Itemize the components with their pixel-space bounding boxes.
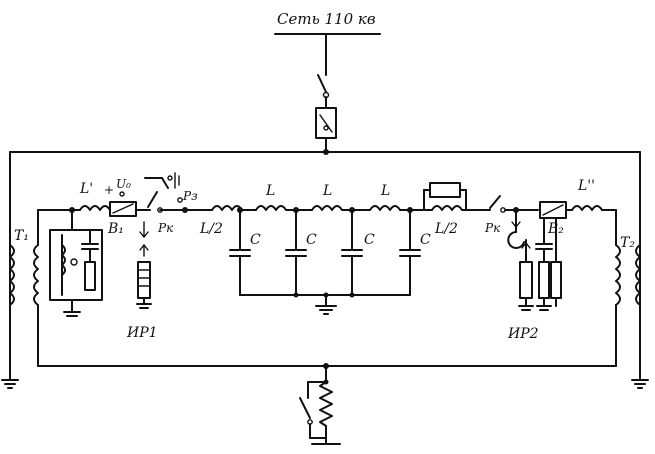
pk-right-label: Pк [484,221,501,235]
l2-label: L [322,183,332,199]
b1-label: B₁ [107,221,124,237]
t2-label: T₂ [620,235,635,251]
arrester-ir1: ИР1 [126,221,158,341]
l-half-right-label: L/2 [434,221,458,237]
lc-ladder: L L L [237,183,429,213]
arrester-ir2: ИР2 [507,207,539,342]
l3-label: L [380,183,390,199]
network-bus: Сеть 110 кв [274,10,381,76]
capacitor-c3: C [341,209,375,296]
p3-label: Pз [182,189,198,203]
c4-label: C [420,232,431,248]
breaker-b1: B₁ U₀ + [104,177,137,237]
switch-pk-right: Pк [484,195,539,235]
left-tuning-block [49,207,103,317]
transformer-t1: T₁ [9,209,71,367]
ir2-label: ИР2 [507,326,539,342]
b2-label: B₂ [547,221,564,237]
t1-label: T₁ [14,228,29,244]
l-prime-label: L' [79,181,93,197]
right-ground [631,379,649,389]
bottom-grounding [299,365,341,445]
top-breaker-box [315,107,337,155]
c1-label: C [250,232,261,248]
switch-pk-left: Pз Pк [135,172,198,235]
pk-left-label: Pк [157,221,174,235]
ladder-ground [239,292,411,315]
l-half-left-label: L/2 [199,221,223,237]
capacitor-c2: C [285,209,317,296]
capacitor-c4: C [399,209,431,296]
coil-l-double-prime: L'' [565,178,617,211]
ir1-label: ИР1 [126,325,158,341]
l-double-label: L'' [577,178,595,194]
coil-l-half-right: L/2 [423,182,491,237]
right-tuning-block [535,217,562,311]
c2-label: C [306,232,317,248]
u0-label: U₀ [116,177,131,191]
transformer-t2: T₂ [615,209,641,367]
svg-text:+: + [104,183,114,197]
capacitor-c1: C [229,209,261,296]
c3-label: C [364,232,375,248]
network-label: Сеть 110 кв [277,10,376,28]
left-ground [1,379,19,389]
l1-label: L [265,183,275,199]
coil-l-prime: L' [71,181,111,211]
top-disconnector [317,74,330,109]
